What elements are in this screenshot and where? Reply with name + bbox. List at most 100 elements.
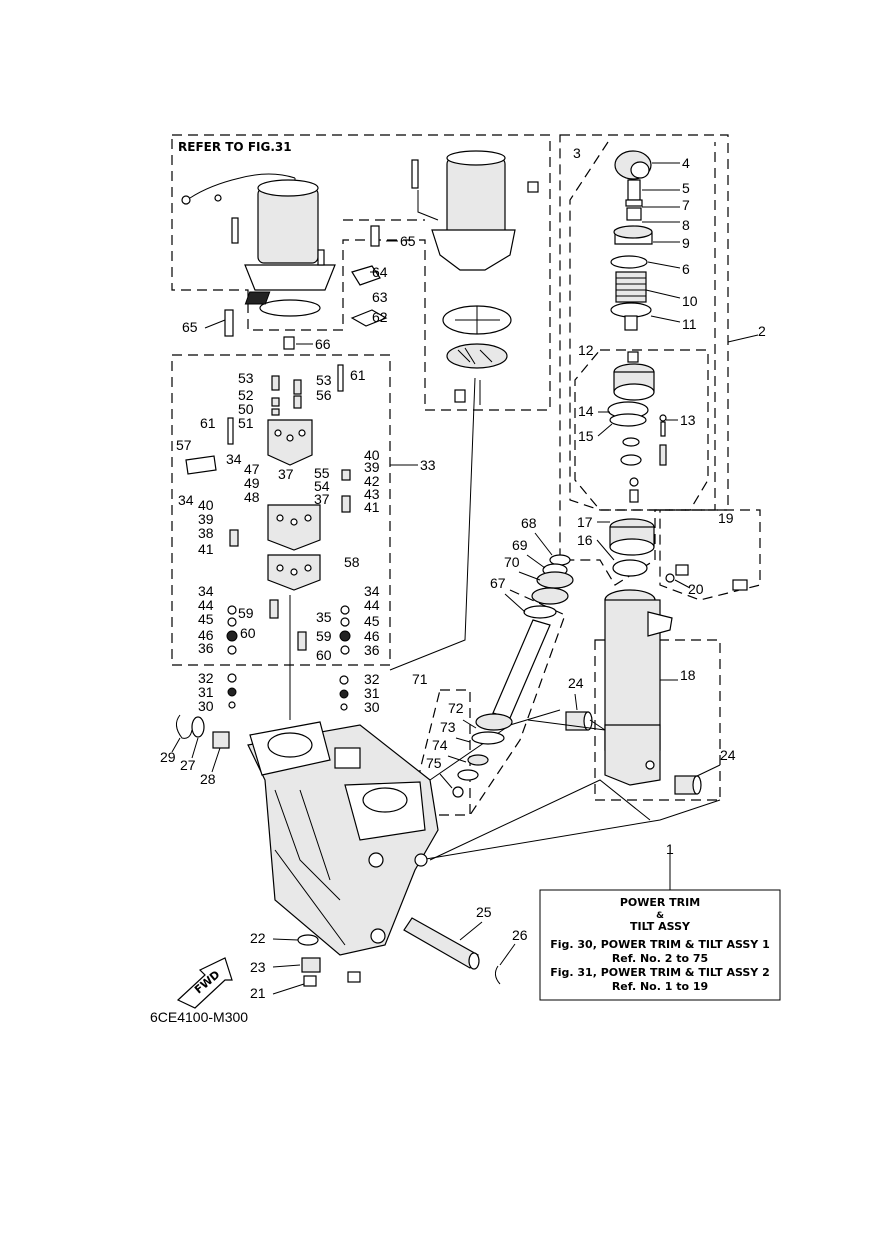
callout-65a: 65 [400,233,416,249]
callout-61a: 61 [350,367,366,383]
retaining-parts-icon [176,714,230,749]
callout-24b: 24 [720,747,736,763]
callout-63: 63 [372,289,388,305]
callout-8: 8 [682,217,690,233]
group-71-boundary [419,689,471,816]
callout-62: 62 [372,309,388,325]
callout-71: 71 [412,671,428,687]
info-ref2: Fig. 31, POWER TRIM & TILT ASSY 2 [550,966,770,979]
callout-75: 75 [426,755,442,771]
info-title-3: TILT ASSY [630,920,691,933]
callout-35: 35 [316,609,332,625]
callout-7: 7 [682,197,690,213]
callout-58: 58 [344,554,360,570]
callout-29: 29 [160,749,176,765]
info-title-2: & [656,911,664,921]
info-ref1-range: Ref. No. 2 to 75 [612,952,708,965]
group-12-boundary [574,349,709,511]
callout-66: 66 [315,336,331,352]
refer-fig31-boundary [171,134,551,411]
callout-39b: 39 [198,511,214,527]
group-19-boundary [659,509,761,601]
callout-40a: 40 [364,447,380,463]
callout-28: 28 [200,771,216,787]
callout-20: 20 [688,581,704,597]
info-ref2-range: Ref. No. 1 to 19 [612,980,708,993]
callout-74: 74 [432,737,448,753]
callout-21: 21 [250,985,266,1001]
group-3-boundary [569,141,716,511]
callout-34a: 34 [226,451,242,467]
fwd-arrow-icon: FWD [176,957,233,1009]
group-18-boundary [594,639,721,801]
callout-1: 1 [666,841,674,857]
callout-52: 52 [238,387,254,403]
callout-11: 11 [682,316,697,332]
info-ref1: Fig. 30, POWER TRIM & TILT ASSY 1 [550,938,770,951]
callout-39a: 39 [364,459,380,475]
housing-icon [247,721,439,956]
tilt-motor-icon [231,179,336,317]
callout-56: 56 [316,387,332,403]
callout-34c: 34 [198,583,214,599]
bushing-icon [565,711,702,795]
callout-33: 33 [420,457,436,473]
cylinder-rod-icon [610,150,653,331]
callout-44b: 44 [364,597,380,613]
callout-14: 14 [578,403,594,419]
callout-46b: 46 [364,628,380,644]
callout-36a: 36 [198,640,214,656]
callout-6: 6 [682,261,690,277]
callout-17: 17 [577,514,593,530]
callout-54: 54 [314,478,330,494]
callout-42: 42 [364,473,380,489]
callout-34d: 34 [364,583,380,599]
callout-61b: 61 [200,415,216,431]
callout-31a: 31 [198,684,214,700]
callout-48: 48 [244,489,260,505]
valve-block-icon [185,364,351,655]
callout-44a: 44 [198,597,214,613]
callout-9: 9 [682,235,690,251]
callout-65b: 65 [182,319,198,335]
fittings-icon [297,934,361,1014]
callout-60b: 60 [316,647,332,663]
callout-40b: 40 [198,497,214,513]
callout-64: 64 [372,264,388,280]
callout-16: 16 [577,532,593,548]
pipe-icon [665,526,748,592]
washers-icon [227,673,349,711]
info-title-1: POWER TRIM [620,896,700,909]
callout-53b: 53 [316,372,332,388]
callout-32a: 32 [198,670,214,686]
callout-18: 18 [680,667,696,683]
group-33-boundary [171,354,391,666]
callout-32b: 32 [364,671,380,687]
callout-12: 12 [578,342,594,358]
callout-53a: 53 [238,370,254,386]
tilt-ram-icon [452,554,574,798]
cylinder-cap-icon [609,518,655,577]
callout-25: 25 [476,904,492,920]
callout-38: 38 [198,525,214,541]
callout-10: 10 [682,293,698,309]
callout-45a: 45 [198,611,214,627]
callout-67: 67 [490,575,506,591]
callout-41b: 41 [198,541,214,557]
callout-68: 68 [521,515,537,531]
callout-37a: 37 [278,466,294,482]
callout-31b: 31 [364,685,380,701]
callout-34b: 34 [178,492,194,508]
callout-13: 13 [680,412,696,428]
callout-72: 72 [448,700,464,716]
filter-stack-icon [224,225,388,350]
callout-60a: 60 [240,625,256,641]
callout-49: 49 [244,475,260,491]
callout-3: 3 [573,145,581,161]
callout-41a: 41 [364,499,380,515]
callout-70: 70 [504,554,520,570]
cable-icon [181,173,296,205]
callout-24a: 24 [568,675,584,691]
callout-37b: 37 [314,491,330,507]
